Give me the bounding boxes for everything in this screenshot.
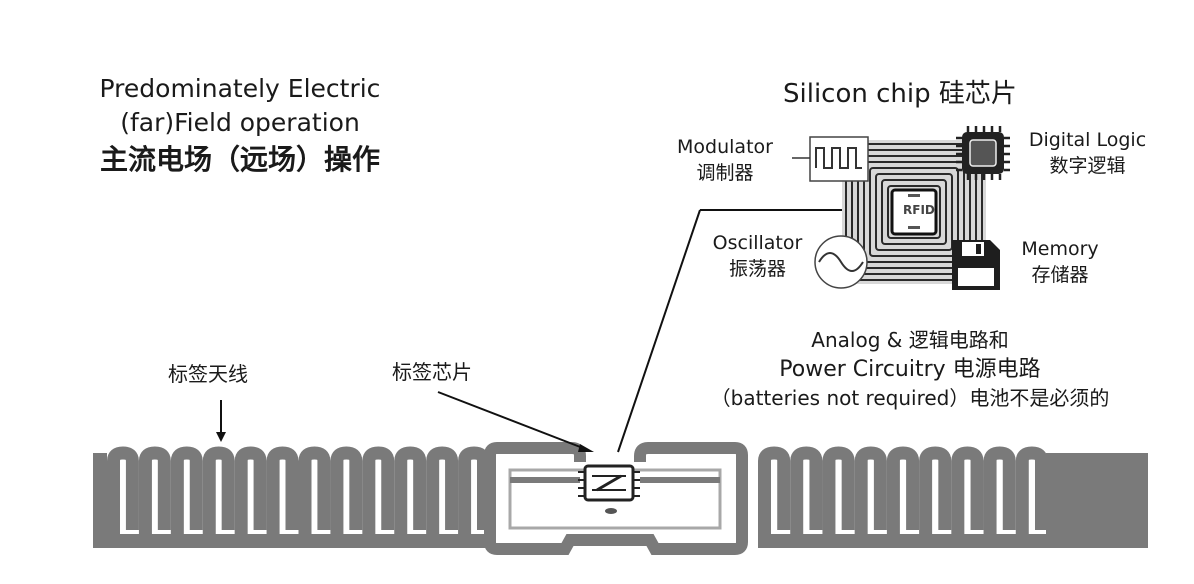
chip-core <box>890 188 938 236</box>
modulator-label-en: Modulator <box>677 136 773 158</box>
oscillator-label: Oscillator 振荡器 <box>700 230 815 282</box>
chip-coil-trace <box>881 179 947 245</box>
antenna-right-loop <box>758 446 791 548</box>
rfid-chip-label: RFID <box>903 203 935 217</box>
antenna-right-loop <box>951 446 984 548</box>
antenna-right-loop <box>983 446 1016 548</box>
floppy-disk-icon <box>952 240 1000 290</box>
memory-label-zh: 存储器 <box>1031 264 1089 286</box>
antenna-right-loop <box>854 446 887 548</box>
field-title-line1: Predominately Electric <box>99 74 381 103</box>
tag-antenna <box>93 442 1148 555</box>
chip-title: Silicon chip 硅芯片 <box>783 79 1017 109</box>
zoom-connector-line <box>617 209 868 453</box>
antenna-left-loop <box>394 446 427 548</box>
digital-logic-label-en: Digital Logic <box>1028 129 1147 151</box>
analog-line3: （batteries not required）电池不是必须的 <box>710 386 1110 410</box>
chip-coil-trace <box>845 143 983 281</box>
antenna-right-loop <box>790 446 823 548</box>
antenna-left-loop <box>107 446 139 548</box>
antenna-left-loop <box>138 446 171 548</box>
antenna-left-loop <box>330 446 363 548</box>
antenna-left-end <box>93 453 107 548</box>
analog-line2: Power Circuitry 电源电路 <box>779 357 1041 382</box>
tag-chip-icon <box>578 464 640 514</box>
antenna-left-loop <box>426 446 459 548</box>
memory-label-en: Memory <box>1021 238 1099 260</box>
digital-logic-label: Digital Logic 数字逻辑 <box>1020 127 1155 179</box>
antenna-arrow <box>216 400 226 442</box>
antenna-right-loop <box>822 446 855 548</box>
chip-coil-trace <box>851 149 977 275</box>
chip-coil-trace <box>857 155 971 269</box>
antenna-left-loop <box>234 446 267 548</box>
cpu-chip-icon <box>956 126 1010 180</box>
memory-label: Memory 存储器 <box>1010 236 1110 288</box>
antenna-left-loop <box>298 446 331 548</box>
sine-wave-icon <box>814 235 868 289</box>
antenna-left-loop <box>170 446 203 548</box>
antenna-left-loop <box>202 446 235 548</box>
chip-arrow <box>437 391 594 452</box>
field-title-line3: 主流电场（远场）操作 <box>99 143 380 176</box>
oscillator-label-zh: 振荡器 <box>728 258 786 280</box>
modulator-label: Modulator 调制器 <box>660 134 790 186</box>
antenna-left-loop <box>458 446 490 548</box>
oscillator-label-en: Oscillator <box>712 232 803 254</box>
antenna-left-loop <box>266 446 299 548</box>
antenna-left-base <box>93 534 490 548</box>
antenna-right-loop <box>919 446 952 548</box>
chip-core-mark <box>908 194 920 197</box>
field-title-line2: (far)Field operation <box>120 108 360 137</box>
chip-coil-trace <box>869 167 959 257</box>
analog-line1: Analog & 逻辑电路和 <box>811 328 1009 352</box>
chip-coil-trace <box>875 173 953 251</box>
antenna-right-pad <box>1046 453 1148 548</box>
digital-logic-label-zh: 数字逻辑 <box>1049 155 1126 177</box>
chip-core-mark <box>908 226 920 229</box>
antenna-right-loop <box>1015 446 1048 548</box>
modulator-label-zh: 调制器 <box>696 162 754 184</box>
tag-antenna-label: 标签天线 <box>168 362 248 386</box>
antenna-right-loop <box>886 446 920 548</box>
analog-power-caption: Analog & 逻辑电路和 Power Circuitry 电源电路 （bat… <box>640 326 1180 413</box>
field-operation-title: Predominately Electric (far)Field operat… <box>60 72 420 180</box>
tag-chip-label: 标签芯片 <box>392 360 472 384</box>
antenna-center-loop <box>484 442 748 555</box>
chip-coil-trace <box>887 185 941 239</box>
chip-coil-trace <box>863 161 965 263</box>
square-wave-icon <box>809 136 869 182</box>
antenna-left-loop <box>362 446 395 548</box>
